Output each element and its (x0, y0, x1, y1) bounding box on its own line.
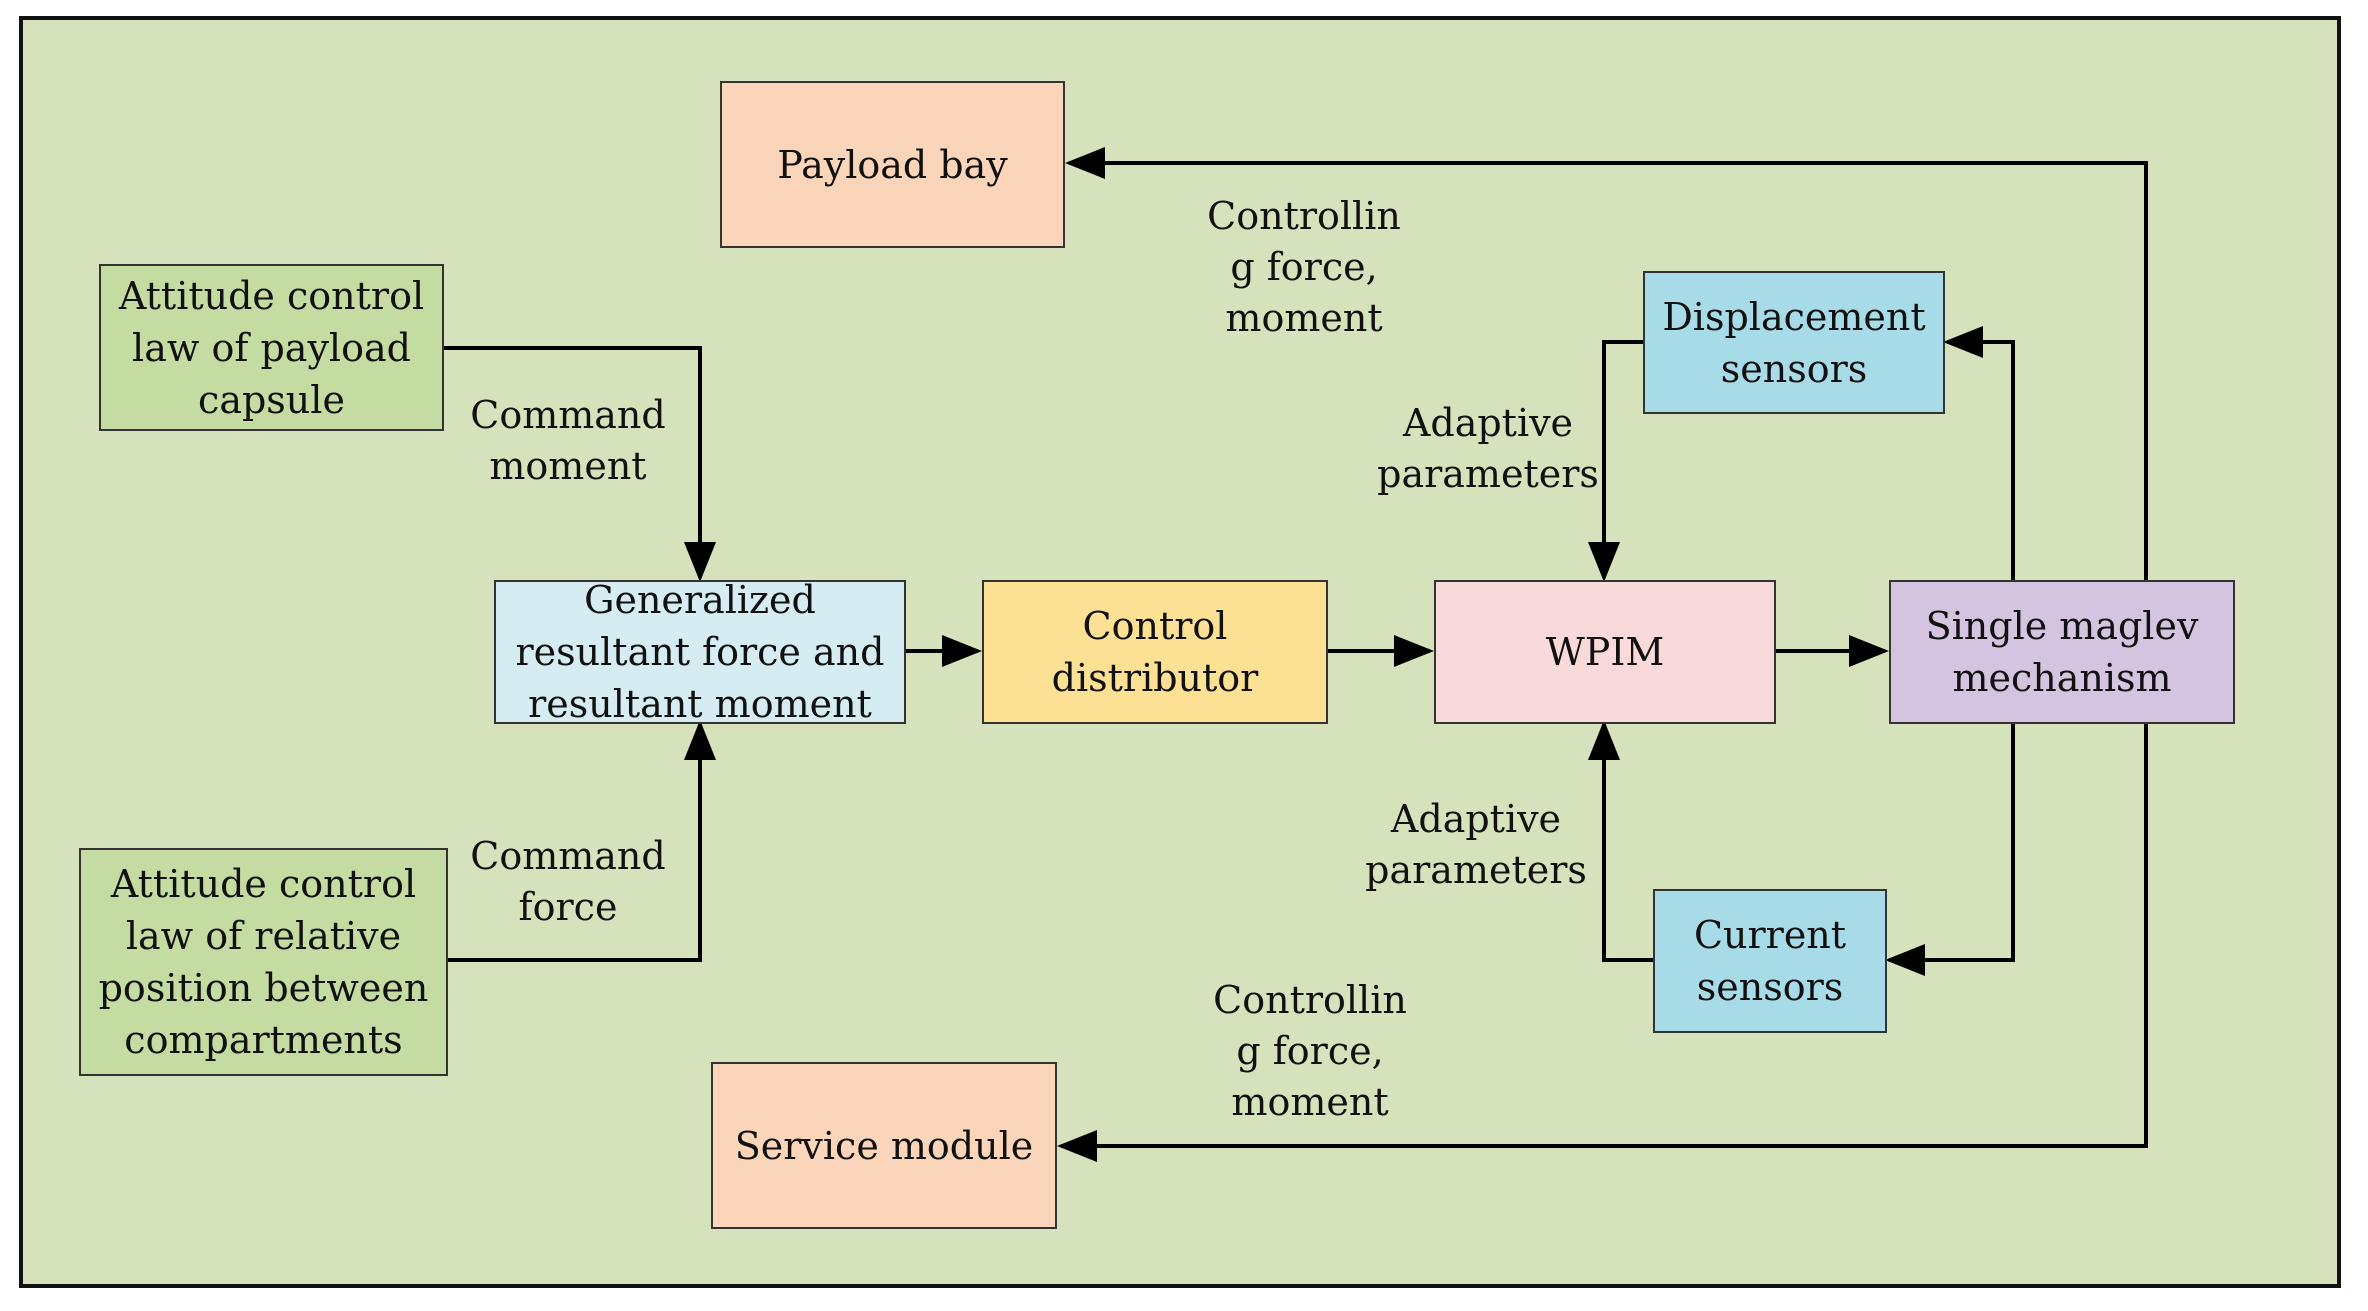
current-sensors-label: Current sensors (1693, 913, 1847, 1009)
arrow-maglev-to-payload-bay (1065, 147, 2148, 580)
generalized-resultant-label: Generalized resultant force and resultan… (515, 578, 885, 726)
attitude-control-relative-label: Attitude control law of relative positio… (98, 862, 429, 1062)
current-sensors-box: Current sensors (1653, 889, 1887, 1033)
arrow-maglev-to-service-module (1057, 724, 2148, 1162)
adaptive-parameters-bottom-label: Adaptive parameters (1365, 797, 1587, 892)
arrow-displacement-sensors-to-wpim (1588, 340, 1643, 582)
adaptive-parameters-top-label: Adaptive parameters (1377, 401, 1599, 496)
arrow-maglev-to-displacement-sensors (1943, 326, 2015, 580)
payload-bay-box: Payload bay (720, 81, 1065, 248)
single-maglev-box: Single maglev mechanism (1889, 580, 2235, 724)
controlling-force-top-label: Controllin g force, moment (1207, 194, 1401, 340)
attitude-control-relative-box: Attitude control law of relative positio… (79, 848, 448, 1076)
wpim-box: WPIM (1434, 580, 1776, 724)
service-module-box: Service module (711, 1062, 1057, 1229)
arrow-maglev-to-current-sensors (1885, 724, 2015, 976)
command-force-label: Command force (470, 834, 666, 929)
control-distributor-label: Control distributor (1051, 604, 1259, 700)
generalized-resultant-box: Generalized resultant force and resultan… (494, 578, 906, 726)
arrow-payload-law-to-generalized (443, 346, 716, 582)
displacement-sensors-label: Displacement sensors (1662, 294, 1926, 391)
command-moment-label: Command moment (470, 393, 666, 488)
arrow-relative-law-to-generalized (448, 720, 716, 962)
control-distributor-box: Control distributor (982, 580, 1328, 724)
wpim-label: WPIM (1545, 630, 1665, 674)
displacement-sensors-box: Displacement sensors (1643, 271, 1945, 414)
single-maglev-label: Single maglev mechanism (1925, 604, 2199, 700)
service-module-label: Service module (734, 1123, 1034, 1168)
payload-bay-label: Payload bay (777, 142, 1008, 187)
controlling-force-bottom-label: Controllin g force, moment (1213, 978, 1407, 1124)
attitude-control-payload-box: Attitude control law of payload capsule (99, 264, 444, 431)
arrow-current-sensors-to-wpim (1588, 720, 1653, 962)
attitude-control-payload-label: Attitude control law of payload capsule (118, 273, 425, 422)
